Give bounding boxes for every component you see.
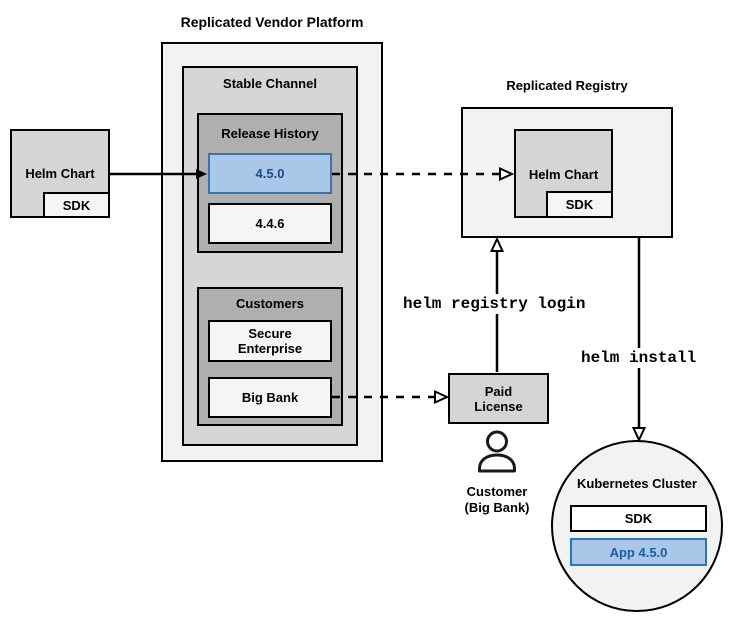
- release-4-5-0-label: 4.5.0: [255, 166, 285, 181]
- person-body: [478, 453, 516, 473]
- cluster-sdk-label: SDK: [624, 511, 653, 526]
- release-history-label: Release History: [221, 126, 319, 141]
- registry-sdk-box: SDK: [546, 191, 613, 218]
- hollow-arrowhead-icon: [631, 427, 647, 443]
- arrow-registry-to-cluster: [631, 238, 647, 443]
- vendor-helm-chart-sdk-label: SDK: [62, 197, 91, 213]
- customer-box-secure-enterprise: Secure Enterprise: [208, 320, 332, 362]
- customer-detail: (Big Bank): [464, 500, 530, 515]
- vendor-helm-chart-label: Helm Chart: [25, 166, 95, 181]
- vendor-helm-chart-sdk-box: SDK: [43, 192, 110, 218]
- vendor-platform-title: Replicated Vendor Platform: [180, 14, 364, 30]
- person-icon: [478, 430, 516, 473]
- command-install: helm install: [577, 348, 701, 368]
- kubernetes-cluster-title: Kubernetes Cluster: [577, 476, 697, 491]
- cluster-app-box: App 4.5.0: [570, 538, 707, 566]
- cluster-sdk-box: SDK: [570, 505, 707, 532]
- customer-secure-enterprise-label: Secure Enterprise: [237, 326, 303, 356]
- stable-channel-label: Stable Channel: [223, 76, 317, 91]
- registry-title: Replicated Registry: [506, 78, 628, 93]
- registry-sdk-label: SDK: [565, 197, 594, 212]
- customer-box-big-bank: Big Bank: [208, 377, 332, 418]
- person-head: [486, 430, 508, 453]
- customers-label: Customers: [236, 296, 304, 311]
- paid-license-box: Paid License: [448, 373, 549, 424]
- customer-name: Customer: [466, 484, 528, 499]
- hollow-arrowhead-icon: [489, 236, 505, 252]
- paid-license-label: Paid License: [474, 383, 523, 414]
- customer-big-bank-label: Big Bank: [241, 390, 299, 405]
- cluster-app-label: App 4.5.0: [609, 544, 668, 560]
- customer-label: Customer (Big Bank): [437, 484, 557, 516]
- hollow-arrowhead-icon: [434, 389, 450, 405]
- release-box-4-4-6: 4.4.6: [208, 203, 332, 244]
- release-box-4-5-0: 4.5.0: [208, 153, 332, 194]
- release-4-4-6-label: 4.4.6: [255, 216, 285, 231]
- registry-helm-chart-label: Helm Chart: [528, 167, 599, 182]
- command-registry-login: helm registry login: [399, 294, 590, 314]
